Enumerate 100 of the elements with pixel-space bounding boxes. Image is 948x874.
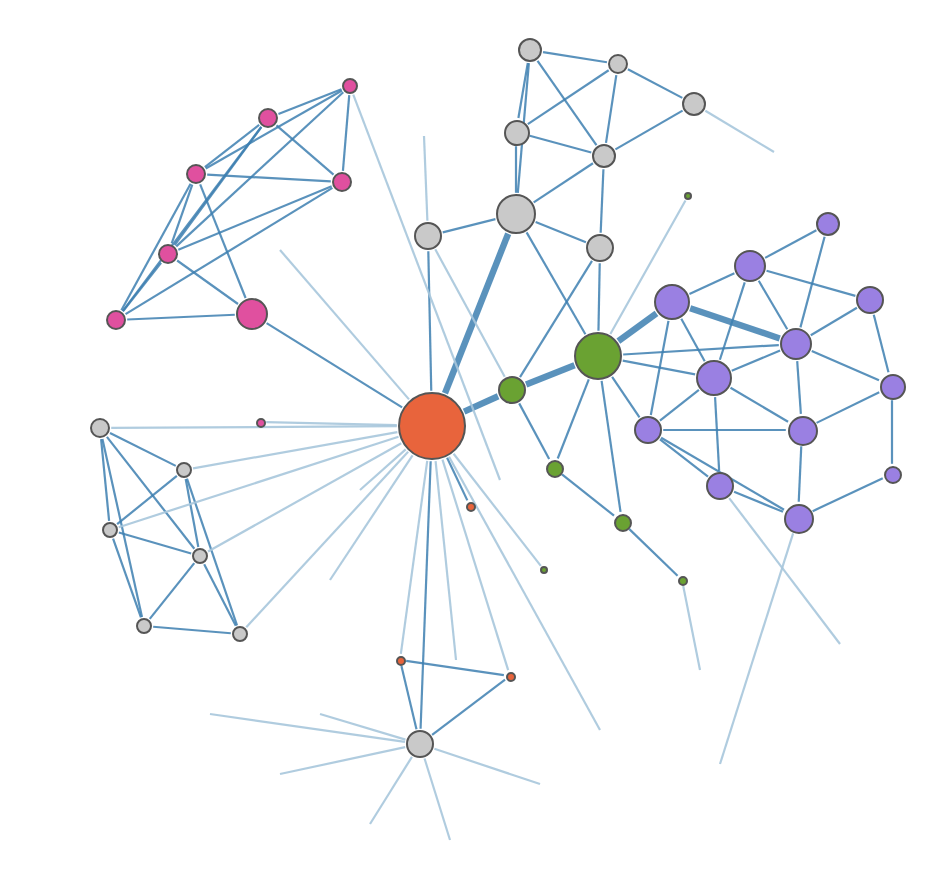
network-link — [192, 431, 398, 470]
network-node — [102, 522, 118, 538]
network-link — [811, 349, 880, 382]
network-link — [434, 460, 458, 661]
network-link — [245, 451, 409, 628]
network-link — [599, 169, 605, 233]
network-link — [341, 95, 351, 171]
network-node — [232, 626, 248, 642]
network-node — [574, 332, 622, 380]
network-link — [122, 262, 162, 312]
network-link — [434, 747, 541, 786]
network-link — [185, 478, 239, 626]
network-link — [127, 313, 235, 321]
network-link — [812, 477, 884, 513]
network-link — [718, 282, 746, 361]
network-link — [442, 218, 496, 234]
network-link — [175, 91, 344, 248]
network-link — [266, 421, 397, 427]
network-link — [757, 280, 789, 330]
network-link — [729, 386, 789, 423]
network-link — [556, 379, 590, 459]
network-node — [90, 418, 110, 438]
network-link — [434, 248, 506, 378]
network-link — [659, 438, 709, 478]
network-link — [514, 146, 518, 193]
network-link — [816, 391, 880, 424]
network-link — [561, 473, 615, 517]
network-link — [121, 126, 263, 312]
network-node — [586, 234, 614, 262]
network-link — [688, 272, 735, 295]
network-node — [634, 416, 662, 444]
network-link — [764, 229, 817, 259]
network-link — [616, 310, 659, 344]
network-node — [879, 373, 905, 399]
network-node — [613, 513, 631, 531]
network-node — [192, 548, 208, 564]
network-node — [816, 212, 840, 236]
network-link — [542, 51, 608, 64]
network-node — [682, 92, 706, 116]
network-link — [199, 184, 247, 299]
network-link — [680, 318, 706, 362]
network-link — [177, 185, 333, 251]
network-link — [203, 563, 237, 627]
network-link — [448, 456, 601, 731]
network-node — [496, 194, 536, 234]
network-link — [422, 135, 429, 221]
network-link — [419, 461, 432, 729]
network-link — [173, 126, 263, 246]
network-node — [540, 566, 548, 574]
network-link — [423, 758, 452, 841]
network-link — [446, 457, 469, 501]
network-link — [682, 585, 702, 671]
network-link — [359, 448, 407, 491]
network-node — [395, 655, 405, 665]
network-link — [689, 305, 781, 342]
network-node — [398, 392, 466, 460]
network-link — [733, 490, 784, 513]
network-node — [734, 250, 766, 282]
network-link — [628, 528, 679, 577]
network-node — [342, 78, 358, 94]
network-link — [100, 439, 111, 521]
network-link — [797, 446, 803, 502]
network-link — [529, 134, 592, 154]
network-link — [600, 380, 622, 513]
network-link — [660, 436, 785, 511]
network-link — [517, 62, 529, 119]
network-link — [369, 756, 413, 825]
network-node — [332, 172, 352, 192]
network-link — [462, 393, 500, 415]
network-node — [856, 286, 884, 314]
network-node — [465, 501, 475, 511]
network-link — [427, 251, 433, 391]
network-link — [275, 124, 335, 176]
network-link — [704, 109, 775, 153]
network-link — [279, 249, 410, 401]
network-link — [663, 428, 786, 432]
network-link — [713, 397, 721, 471]
network-link — [170, 184, 194, 244]
network-link — [799, 236, 826, 328]
network-link — [452, 453, 542, 567]
network-node — [677, 575, 687, 585]
network-link — [111, 425, 397, 430]
network-node — [236, 298, 268, 330]
network-link — [810, 306, 858, 337]
network-link — [718, 533, 795, 765]
network-link — [728, 497, 841, 645]
network-link — [101, 438, 144, 618]
network-link — [890, 400, 894, 464]
network-link — [623, 343, 779, 356]
network-node — [258, 108, 278, 128]
network-link — [614, 109, 684, 151]
network-link — [329, 454, 414, 581]
network-link — [153, 625, 231, 635]
network-link — [400, 665, 418, 730]
network-node — [505, 671, 515, 681]
network-link — [731, 349, 781, 372]
network-node — [592, 144, 616, 168]
network-link — [112, 538, 142, 618]
network-node — [255, 417, 265, 427]
network-link — [106, 436, 196, 550]
